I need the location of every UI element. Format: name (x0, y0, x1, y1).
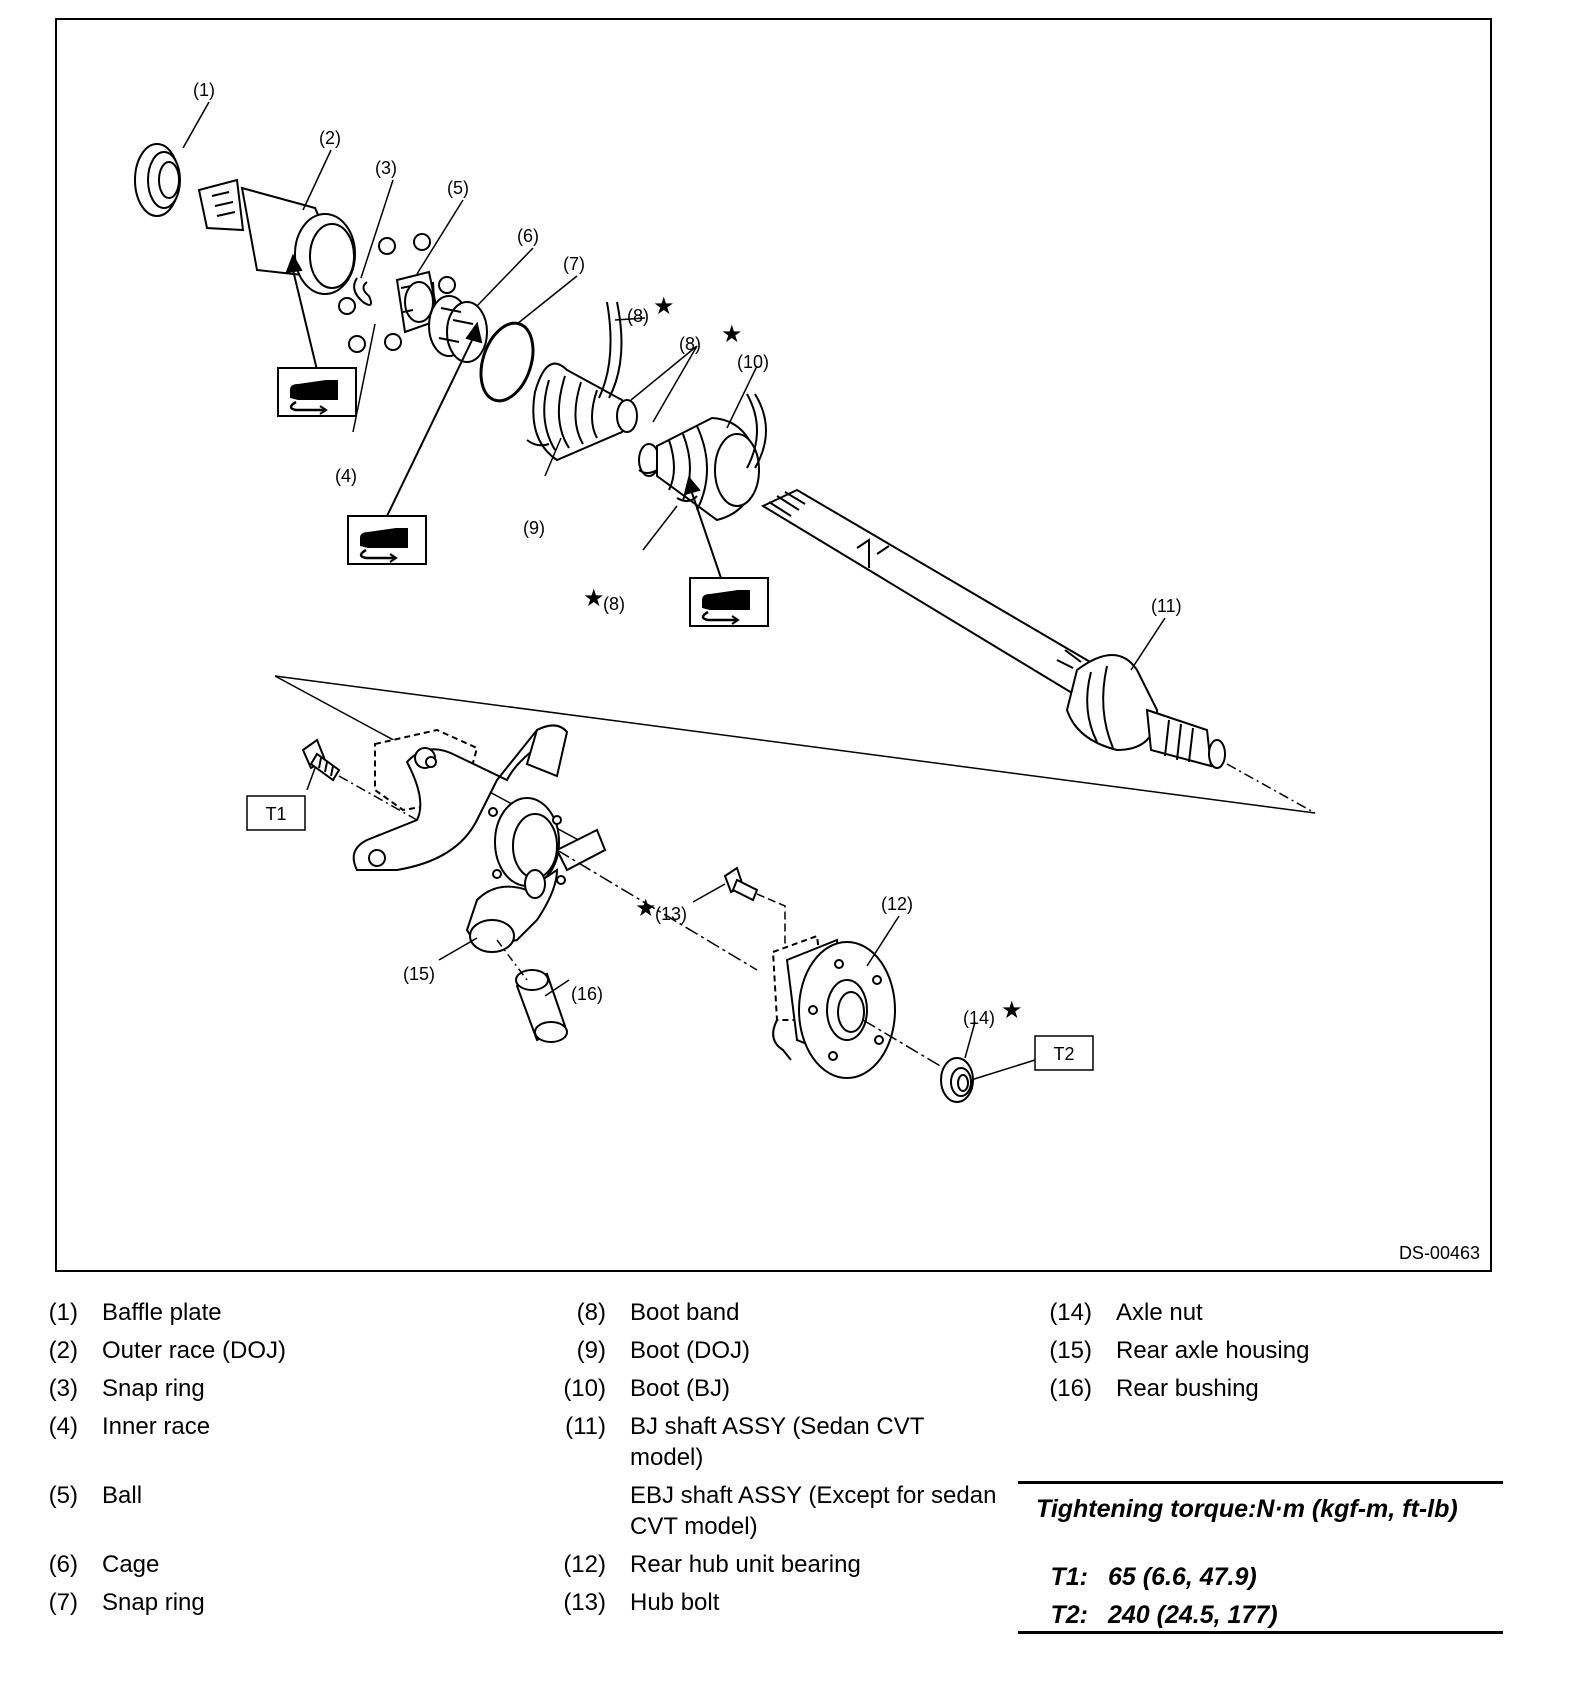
star-icon: ★ (653, 293, 675, 320)
callout-9: (9) (523, 518, 545, 538)
grease-icon-1 (276, 366, 358, 418)
callout-8c: (8) (603, 594, 625, 614)
callout-12: (12) (881, 894, 913, 914)
callout-3: (3) (375, 158, 397, 178)
knuckle-bolt (301, 738, 341, 782)
t2-label: T2 (1053, 1044, 1074, 1064)
outer-race-doj (197, 178, 356, 295)
rear-hub-unit-bearing (771, 934, 896, 1079)
figure-code: DS-00463 (1398, 1243, 1480, 1263)
star-markers: ★ ★ ★ ★ ★ (583, 293, 1023, 1024)
boot-doj (532, 362, 638, 462)
callout-7: (7) (563, 254, 585, 274)
callout-6: (6) (517, 226, 539, 246)
callout-11: (11) (1151, 596, 1182, 616)
hub-bolt (723, 866, 759, 902)
callout-2: (2) (319, 128, 341, 148)
rear-axle-housing (352, 724, 607, 953)
callout-10: (10) (737, 352, 769, 372)
star-icon: ★ (635, 895, 657, 922)
cage (428, 295, 488, 363)
torque-bottom-rule (1018, 1631, 1503, 1634)
callout-8a: (8) (627, 306, 649, 326)
snap-ring-7 (479, 321, 535, 403)
exploded-view-figure: T1 T2 (1) (2) (3) (5) (6) (7) (8) (8) (1… (55, 18, 1492, 1272)
callout-14: (14) (963, 1008, 995, 1028)
t1-label: T1 (265, 804, 286, 824)
baffle-plate (134, 143, 181, 217)
exploded-view-drawing: T1 T2 (1) (2) (3) (5) (6) (7) (8) (8) (1… (134, 80, 1316, 1103)
callout-4: (4) (335, 466, 357, 486)
callout-15: (15) (403, 964, 435, 984)
callout-labels: (1) (2) (3) (5) (6) (7) (8) (8) (10) (4)… (193, 80, 1182, 1028)
t1-box (246, 795, 306, 831)
callout-1: (1) (193, 80, 215, 100)
bj-shaft-assy (760, 488, 1226, 769)
callout-13: (13) (655, 904, 687, 924)
callout-16: (16) (571, 984, 603, 1004)
boot-bands (526, 301, 767, 502)
star-icon: ★ (1001, 997, 1023, 1024)
callout-5: (5) (447, 178, 469, 198)
star-icon: ★ (583, 585, 605, 612)
leader-lines (182, 101, 1166, 1081)
axle-nut (940, 1057, 974, 1103)
rear-bushing (515, 969, 568, 1043)
grease-icon-3 (688, 576, 770, 628)
boot-bj (638, 416, 760, 522)
ball-set (338, 233, 456, 353)
grease-icon-2 (346, 514, 428, 566)
grease-arrows (285, 253, 722, 579)
star-icon: ★ (721, 321, 743, 348)
torque-top-rule (1018, 1481, 1503, 1484)
t2-box (1034, 1035, 1094, 1071)
snap-ring-3 (353, 277, 372, 306)
torque-heading: Tightening torque:N·m (kgf-m, ft-lb) (1036, 1495, 1458, 1523)
callout-8b: (8) (679, 334, 701, 354)
